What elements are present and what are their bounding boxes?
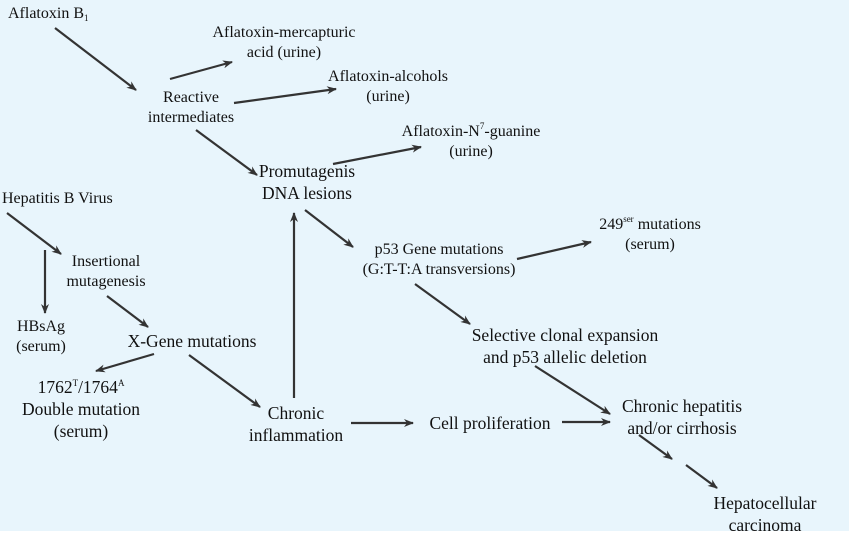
aflatoxin-b1-subscript: 1 [84, 13, 89, 23]
n7-post: -guanine [484, 123, 541, 140]
node-chronic-inflammation: Chronic inflammation [240, 402, 352, 446]
double-mut-a: 1762 [37, 377, 73, 397]
mercapturic-line-2: acid (urine) [246, 44, 322, 61]
double-mut-line-2: Double mutation [21, 399, 141, 419]
cell-proliferation-label: Cell proliferation [429, 413, 551, 433]
clonal-line-2: and p53 allelic deletion [483, 347, 647, 367]
insertional-line-1: Insertional [71, 253, 141, 270]
edge-p53-to-ser249 [516, 240, 592, 261]
node-aflatoxin-alcohols: Aflatoxin-alcohols (urine) [318, 67, 458, 107]
chronic-inflammation-line-1: Chronic [267, 403, 325, 423]
node-selective-clonal-expansion: Selective clonal expansion and p53 allel… [460, 324, 670, 368]
n7-pre: Aflatoxin-N [401, 123, 480, 140]
aflatoxin-b1-label: Aflatoxin B [8, 5, 84, 22]
edge-insertional-to-x-gene [106, 295, 149, 328]
ser249-line-2: (serum) [625, 236, 675, 253]
ser249-post: mutations [633, 216, 701, 233]
edge-p53-to-clonal [414, 283, 471, 325]
hcc-line-2: carcinoma [728, 515, 802, 535]
hcc-line-1: Hepatocellular [713, 493, 817, 513]
mercapturic-line-1: Aflatoxin-mercapturic [212, 24, 356, 41]
ser249-pre: 249 [599, 216, 624, 233]
chronic-hepatitis-line-2: and/or cirrhosis [627, 418, 737, 438]
chronic-inflammation-line-2: inflammation [248, 425, 344, 445]
n7-superscript: 7 [479, 121, 485, 131]
alcohols-line-2: (urine) [366, 88, 410, 105]
node-chronic-hepatitis-cirrhosis: Chronic hepatitis and/or cirrhosis [612, 395, 752, 439]
hbsag-line-2: (serum) [16, 338, 66, 355]
insertional-line-2: mutagenesis [66, 273, 146, 290]
double-mut-b-sup: A [117, 378, 125, 388]
clonal-line-1: Selective clonal expansion [471, 325, 659, 345]
p53-line-2: (G:T-T:A transversions) [362, 261, 516, 278]
node-x-gene-mutations: X-Gene mutations [122, 330, 262, 352]
promutagenic-line-1: Promutagenis [258, 161, 356, 181]
ser249-superscript: ser [623, 214, 634, 224]
node-249ser-mutations: 249ser mutations (serum) [590, 215, 710, 255]
n7-line-2: (urine) [449, 143, 493, 160]
node-aflatoxin-b1: Aflatoxin B1 [8, 4, 89, 24]
edge-reactive-to-promutagenic [195, 129, 258, 176]
node-cell-proliferation: Cell proliferation [420, 412, 560, 434]
reactive-line-1: Reactive [163, 89, 219, 106]
reactive-line-2: intermediates [147, 109, 235, 126]
node-p53-gene-mutations: p53 Gene mutations (G:T-T:A transversion… [344, 240, 534, 280]
p53-line-1: p53 Gene mutations [374, 241, 504, 258]
edge-aflatoxin-b1-to-reactive [54, 27, 137, 91]
x-gene-label: X-Gene mutations [127, 331, 257, 351]
edge-promutagenic-to-n7-guanine [332, 144, 422, 166]
edge-chronic-hepatitis-to-hcc-part2 [685, 464, 718, 489]
edge-hbv-to-insertional [6, 212, 62, 255]
hbsag-line-1: HBsAg [16, 318, 65, 335]
node-mercapturic-acid: Aflatoxin-mercapturic acid (urine) [198, 23, 370, 63]
node-reactive-intermediates: Reactive intermediates [141, 88, 241, 128]
double-mut-a-sup: T [72, 378, 79, 388]
node-hepatocellular-carcinoma: Hepatocellular carcinoma [703, 492, 827, 536]
edge-x-gene-to-chronic-inflammation [188, 354, 261, 408]
edge-promutagenic-to-p53 [304, 209, 354, 248]
double-mut-sep: /1764 [78, 377, 118, 397]
double-mut-line-3: (serum) [53, 421, 109, 441]
edge-reactive-to-alcohols [233, 86, 337, 105]
node-aflatoxin-n7-guanine: Aflatoxin-N7-guanine (urine) [386, 122, 556, 162]
edge-x-gene-to-double-mutation [95, 352, 155, 373]
node-hepatitis-b-virus: Hepatitis B Virus [2, 189, 113, 209]
node-promutagenic-dna-lesions: Promutagenis DNA lesions [252, 160, 362, 204]
alcohols-line-1: Aflatoxin-alcohols [328, 68, 448, 85]
hbv-label: Hepatitis B Virus [2, 190, 113, 207]
promutagenic-line-2: DNA lesions [262, 183, 352, 203]
node-double-mutation: 1762T/1764A Double mutation (serum) [16, 376, 146, 442]
node-hbsag: HBsAg (serum) [6, 317, 76, 357]
chronic-hepatitis-line-1: Chronic hepatitis [621, 396, 743, 416]
edge-reactive-to-mercapturic [169, 60, 233, 81]
edge-clonal-to-chronic-hepatitis [534, 365, 611, 415]
edge-chronic-hepatitis-to-hcc-part1 [638, 434, 673, 460]
node-insertional-mutagenesis: Insertional mutagenesis [56, 252, 156, 292]
